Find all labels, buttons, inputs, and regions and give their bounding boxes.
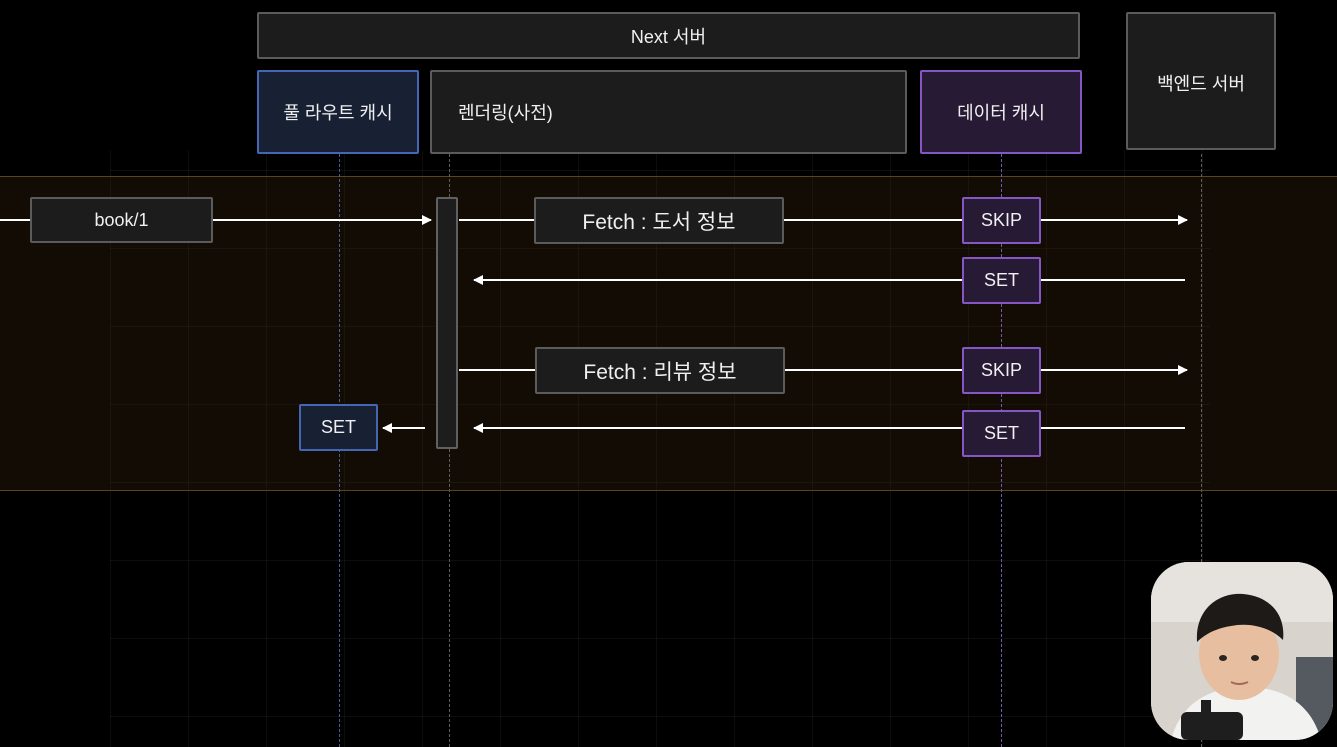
data-cache-label: 데이터 캐시 [957,103,1045,123]
set-label-2: SET [983,423,1019,443]
request-label: book/1 [94,209,149,230]
next-server-label: Next 서버 [630,26,707,47]
route-cache-set-box: SET [299,404,378,451]
set-box-2: SET [962,410,1041,457]
route-cache-set-label: SET [320,417,356,437]
set-box-1: SET [962,257,1041,304]
presenter-avatar [1151,562,1333,740]
rendering-activation-bar [436,197,458,449]
request-box: book/1 [30,197,213,243]
rendering-label: 렌더링(사전) [458,103,553,123]
set-label-1: SET [983,270,1019,290]
skip-box-2: SKIP [962,347,1041,394]
full-route-cache-box: 풀 라우트 캐시 [257,70,419,154]
backend-server-label: 백엔드 서버 [1157,74,1245,94]
full-route-cache-label: 풀 라우트 캐시 [283,103,393,123]
skip-box-1: SKIP [962,197,1041,244]
skip-label-1: SKIP [980,210,1023,230]
next-server-box: Next 서버 [257,12,1080,59]
fetch-book-box: Fetch : 도서 정보 [534,197,784,244]
fetch-review-box: Fetch : 리뷰 정보 [535,347,785,394]
skip-label-2: SKIP [980,360,1023,380]
presenter-icon [1151,562,1333,740]
fetch-review-label: Fetch : 리뷰 정보 [583,360,737,384]
rendering-lifeline [449,154,450,747]
fetch-book-label: Fetch : 도서 정보 [582,210,736,234]
data-cache-box: 데이터 캐시 [920,70,1082,154]
backend-lifeline [1201,154,1202,747]
rendering-box: 렌더링(사전) [430,70,907,154]
backend-server-box: 백엔드 서버 [1126,12,1276,150]
